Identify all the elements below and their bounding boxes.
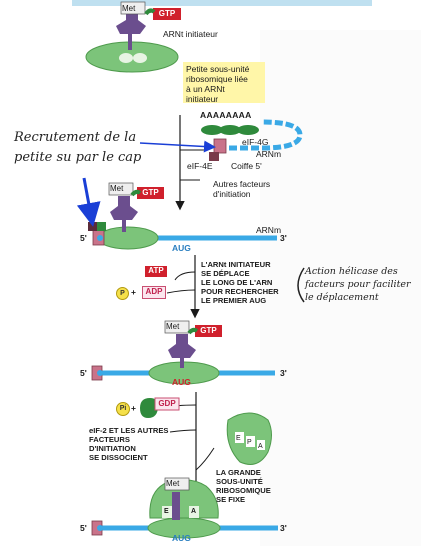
trna-initiator-label: ARNt initiateur [163, 29, 218, 39]
step3-at-aug [91, 320, 275, 385]
gtp-label-2: GTP [142, 188, 159, 197]
cap-1 [213, 138, 227, 154]
gdp-box [154, 397, 180, 411]
met-box-2 [108, 182, 134, 196]
plus-2: + [131, 403, 136, 413]
gtp-box-2 [137, 187, 164, 199]
eif4g-blob-1 [201, 125, 223, 135]
met-box-4 [164, 477, 190, 491]
site-a-free: A [258, 443, 263, 450]
gtp-box-3 [195, 325, 222, 337]
mrna-loop-complex [201, 119, 303, 161]
right-gutter [260, 30, 421, 546]
aug-label-4: AUG [172, 533, 191, 543]
aug-label-3: AUG [172, 377, 191, 387]
met-box-1 [120, 1, 146, 15]
met-label-3: Met [166, 322, 180, 331]
eif4g-label: eIF-4G [242, 137, 269, 147]
three-prime-4: 3' [280, 523, 287, 533]
trna-2 [110, 196, 138, 232]
pi-label: Pi [116, 402, 130, 416]
site-a-bound: A [191, 508, 197, 515]
met-label-2: Met [110, 184, 124, 193]
gtp-box-1 [153, 8, 181, 20]
eif4g-blob-3 [237, 125, 259, 135]
met-box-3 [164, 320, 190, 334]
mrna-loop [218, 119, 303, 151]
met-label-4: Met [166, 479, 180, 488]
helicase-annotation: Action hélicase des facteurs pour facili… [305, 266, 411, 303]
step2-scanning-complex [88, 182, 277, 250]
scan-text: L'ARNt INITIATEUR SE DÉPLACE LE LONG DE … [201, 260, 279, 305]
large-subunit-text: LA GRANDE SOUS-UNITÉ RIBOSOMIQUE SE FIXE [216, 468, 271, 504]
step1-small-subunit-complex [85, 1, 181, 73]
five-prime-3: 5' [80, 368, 87, 378]
trna-1 [116, 8, 146, 50]
small-subunit-annotation-box [183, 62, 265, 103]
eif4e-1 [209, 152, 219, 161]
autres-facteurs-label: Autres facteurs d'initiation [213, 179, 271, 199]
aug-label-2: AUG [172, 243, 191, 253]
helicase-bracket [297, 267, 305, 303]
recrutement-annotation: Recrutement de la petite su par le cap [14, 130, 142, 165]
trna-4 [172, 492, 180, 520]
small-subunit-4 [147, 517, 221, 539]
coiffe-label: Coiffe 5' [231, 161, 262, 171]
eif4e-label: eIF-4E [187, 161, 213, 171]
arnm-label-loop: ARNm [256, 149, 282, 159]
five-prime-2: 5' [80, 233, 87, 243]
poly-a-label: AAAAAAAA [200, 110, 252, 120]
met-label-1: Met [122, 4, 136, 13]
recrutement-arrow-2 [76, 177, 101, 227]
arnm-label-2: ARNm [256, 225, 282, 235]
plus-1: + [131, 287, 136, 297]
step4-full-ribosome [91, 477, 278, 539]
small-subunit-box-text: Petite sous-unité ribosomique liée à un … [186, 64, 250, 104]
free-large-subunit [226, 412, 272, 465]
five-prime-4: 5' [80, 523, 87, 533]
p-label: P [116, 287, 129, 300]
small-subunit-2 [97, 226, 159, 250]
trna-3 [168, 334, 196, 368]
gdp-label: GDP [158, 399, 176, 408]
atp-label: ATP [145, 266, 167, 277]
three-prime-3: 3' [280, 368, 287, 378]
page-top-strip [72, 0, 372, 6]
recrutement-arrow-1 [139, 140, 216, 153]
adp-label: ADP [142, 286, 166, 299]
gtp-label-3: GTP [200, 326, 217, 335]
three-prime-2: 3' [280, 233, 287, 243]
eif4g-blob-2 [219, 125, 241, 135]
dissociate-text: eIF-2 ET LES AUTRES FACTEURS D'INITIATIO… [89, 426, 169, 462]
site-e-free: E [236, 435, 241, 442]
eif2-free [140, 398, 158, 418]
site-p-free: P [247, 439, 252, 446]
site-e-bound: E [164, 508, 169, 515]
gtp-label-1: GTP [158, 9, 176, 18]
